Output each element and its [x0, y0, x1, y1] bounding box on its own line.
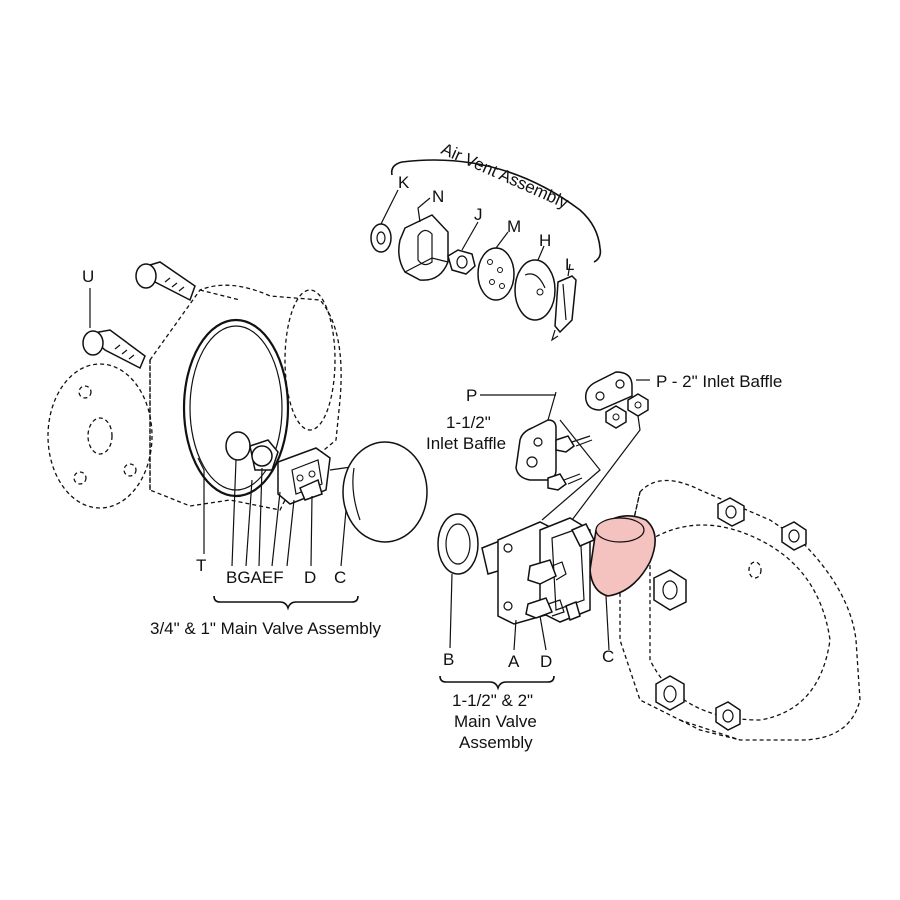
part-b-gasket	[437, 513, 479, 575]
label-air-vent-assembly: Air Vent Assembly	[438, 139, 571, 212]
label-big-b: B	[443, 650, 454, 669]
large-main-valve-parts	[481, 517, 596, 625]
label-inlet-baffle-size: 1-1/2"	[446, 413, 491, 432]
label-big-c: C	[602, 647, 614, 666]
label-small-t: T	[196, 556, 206, 575]
label-u: U	[82, 267, 94, 286]
part-k-washer	[370, 223, 392, 253]
air-vent-assembly-group	[370, 159, 602, 342]
baffle-bolt-1	[555, 435, 593, 453]
part-h-disc	[514, 259, 556, 321]
label-big-assembly-2: Main Valve	[454, 712, 537, 731]
small-inlet-flange	[47, 363, 153, 509]
baffle-nut-1	[605, 405, 627, 429]
large-cover-bolt-3	[653, 569, 687, 611]
label-big-assembly-3: Assembly	[459, 733, 533, 752]
label-small-assembly: 3/4" & 1" Main Valve Assembly	[150, 619, 381, 638]
baffle-nut-2	[627, 393, 649, 417]
part-p-inlet-baffle-2	[584, 371, 650, 411]
label-j: J	[474, 205, 483, 224]
large-cover-bolt-2	[781, 521, 807, 551]
small-trap-body-outline	[149, 284, 342, 511]
part-m-disc	[477, 247, 515, 301]
baffle-bolt-2	[547, 473, 583, 491]
label-l: L	[565, 255, 574, 274]
label-big-assembly-1: 1-1/2" & 2"	[452, 691, 533, 710]
small-float-ball	[342, 441, 428, 543]
label-big-a: A	[508, 652, 520, 671]
small-trap-body-group	[47, 261, 428, 611]
label-h: H	[539, 231, 551, 250]
label-small-c: C	[334, 568, 346, 587]
small-main-valve-parts	[225, 431, 359, 505]
label-p-right: P - 2" Inlet Baffle	[656, 372, 782, 391]
small-cover-gasket	[182, 318, 290, 498]
label-big-d: D	[540, 652, 552, 671]
large-cover-bolt-4	[655, 675, 685, 711]
large-cover-bolt-5	[715, 701, 741, 731]
part-u-bolt-top	[135, 261, 196, 302]
label-k: K	[398, 173, 410, 192]
inlet-baffles-group	[515, 371, 650, 521]
part-n-bracket	[398, 214, 449, 281]
small-assembly-bracket	[213, 595, 359, 611]
label-small-d: D	[304, 568, 316, 587]
label-p-left: P	[466, 386, 477, 405]
part-u-bolt-bottom	[82, 329, 146, 370]
label-inlet-baffle: Inlet Baffle	[426, 434, 506, 453]
part-j-nut	[447, 249, 476, 275]
large-trap-body-group	[437, 479, 861, 741]
label-m: M	[507, 217, 521, 236]
large-assembly-bracket	[439, 675, 555, 691]
large-trap-body-outline	[619, 479, 861, 741]
label-n: N	[432, 187, 444, 206]
part-p-inlet-baffle-1-1-2	[515, 391, 557, 481]
part-l-gasket	[550, 275, 577, 342]
large-cover-bolt-1	[717, 497, 745, 527]
large-float-ball-highlight	[589, 514, 656, 597]
label-small-bgaef: BGAEF	[226, 568, 284, 587]
air-vent-bracket	[390, 159, 602, 263]
